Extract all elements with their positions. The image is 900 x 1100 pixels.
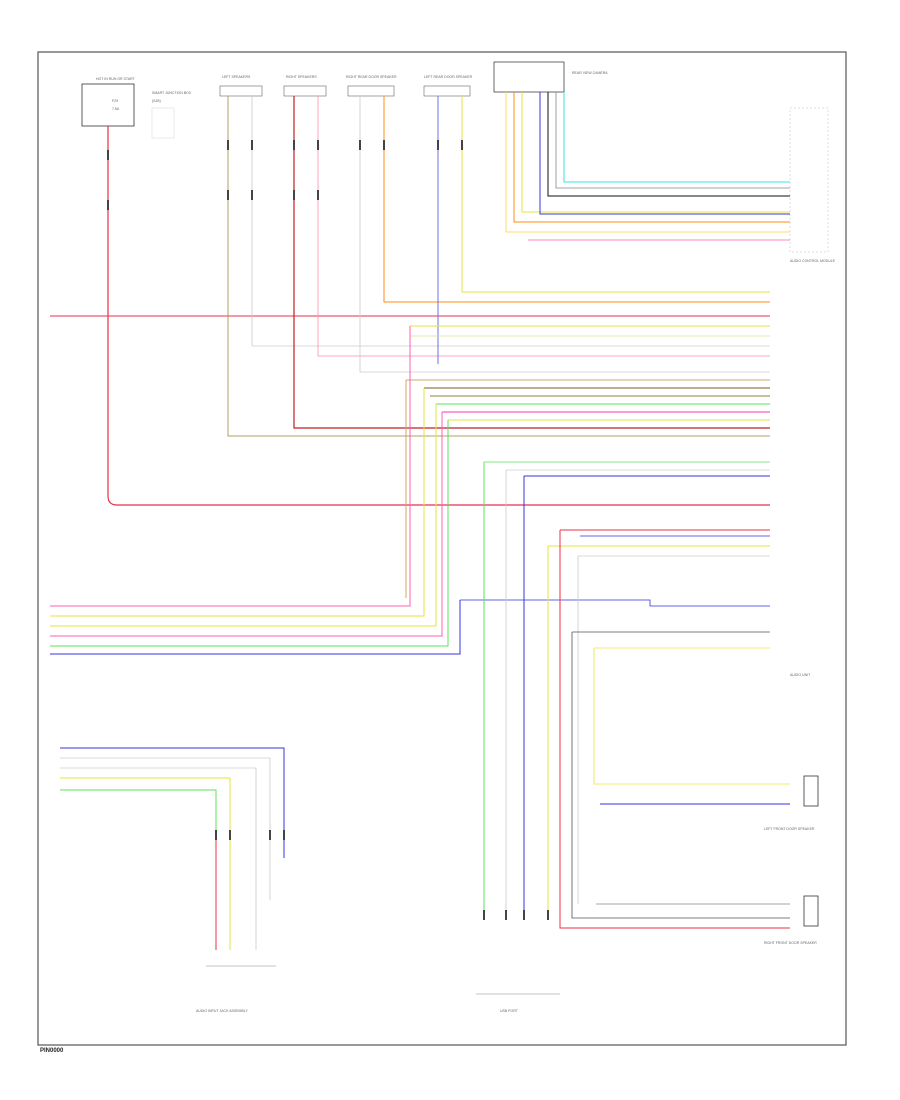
left-speakers-label: LEFT SPEAKERS (222, 75, 251, 79)
wire-right-spk-1 (293, 96, 770, 429)
audio-control-module-block: AUDIO CONTROL MODULE (789, 107, 836, 263)
rr-door-label: RIGHT REAR DOOR SPEAKER (346, 75, 397, 79)
right-speakers-connector (283, 85, 327, 97)
page-code: PIN0000 (40, 1048, 64, 1054)
lf-speaker-label: LEFT FRONT DOOR SPEAKER (764, 827, 815, 831)
wire-rr-door-1 (359, 96, 770, 373)
right-rear-door-speaker-block: RIGHT REAR DOOR SPEAKER (346, 75, 397, 97)
rear-view-camera-block: REAR VIEW CAMERA (493, 61, 608, 93)
left-speakers-connector (219, 85, 263, 97)
right-front-door-speaker: RIGHT FRONT DOOR SPEAKER (764, 895, 819, 945)
wire-lr-door-2 (461, 96, 770, 293)
right-speakers-label: RIGHT SPEAKERS (286, 75, 317, 79)
rear-view-camera-box (493, 61, 565, 93)
rear-view-camera-label: REAR VIEW CAMERA (572, 71, 608, 75)
rf-speaker-label: RIGHT FRONT DOOR SPEAKER (764, 941, 817, 945)
wire-left-spk-2 (251, 96, 770, 347)
rr-door-connector (347, 85, 395, 97)
wire-rr-door-2 (383, 96, 770, 303)
lr-door-label: LEFT REAR DOOR SPEAKER (424, 75, 473, 79)
left-rear-door-speaker-block: LEFT REAR DOOR SPEAKER (423, 75, 473, 97)
audio-input-jack-label: AUDIO INPUT JACK ASSEMBLY (196, 1009, 248, 1013)
sjb-note-2: (SJB) (152, 99, 161, 103)
usb-port-label: USB PORT (500, 1009, 519, 1013)
left-front-door-speaker: LEFT FRONT DOOR SPEAKER (764, 775, 819, 831)
sjb-note-4: 7.5A (112, 107, 120, 111)
lr-door-connector (423, 85, 471, 97)
hot-in-run-label: HOT IN RUN OR START (96, 77, 136, 81)
audio-unit-label: AUDIO UNIT (790, 673, 811, 677)
wire-left-spk-1 (227, 96, 770, 437)
left-speakers-block: LEFT SPEAKERS (219, 75, 263, 97)
wire-hot-in-run-red (107, 126, 770, 506)
sjb-note-3: F29 (112, 99, 118, 103)
wire-right-spk-2 (317, 96, 770, 357)
sjb-note-1: SMART JUNCTION BOX (152, 91, 192, 95)
audio-control-module-label: AUDIO CONTROL MODULE (790, 259, 836, 263)
right-speakers-block: RIGHT SPEAKERS (283, 75, 327, 97)
